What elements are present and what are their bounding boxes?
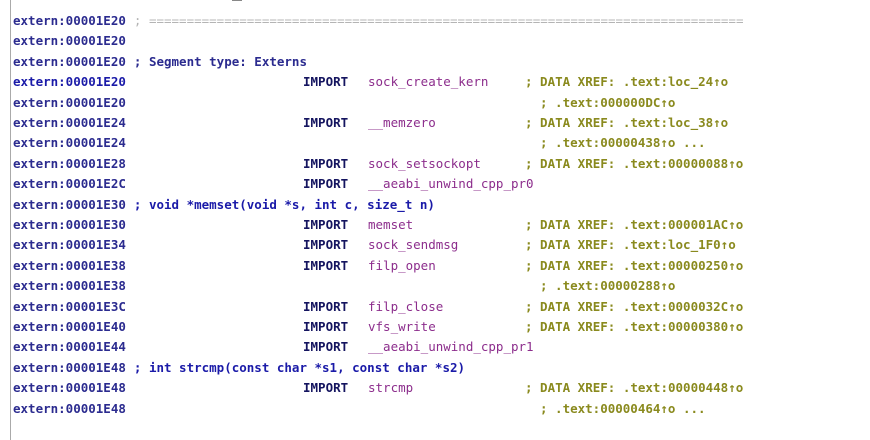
import-symbol[interactable]: filp_open: [368, 257, 436, 273]
listing-line[interactable]: extern:00001E20: [13, 31, 863, 51]
xref-continuation-comment[interactable]: ; .text:000000DC↑o: [540, 94, 676, 110]
listing-line[interactable]: extern:00001E48 ; int strcmp(const char *…: [13, 358, 863, 378]
xref-continuation-comment[interactable]: ; .text:00000438↑o ...: [540, 135, 706, 151]
import-keyword: IMPORT: [303, 319, 349, 334]
xref-comment[interactable]: ; DATA XREF: .text:loc_1F0↑o: [525, 237, 736, 253]
import-symbol[interactable]: sock_setsockopt: [368, 155, 481, 171]
xref-comment[interactable]: ; DATA XREF: .text:loc_24↑o: [525, 74, 729, 90]
import-symbol[interactable]: vfs_write: [368, 319, 436, 334]
separator-comment: ; ======================================…: [133, 13, 744, 28]
listing-line[interactable]: extern:00001E48 ; .text:00000464↑o ...: [13, 399, 863, 419]
line-address[interactable]: extern:00001E44: [13, 339, 126, 355]
xref-comment[interactable]: ; DATA XREF: .text:loc_38↑o: [525, 115, 729, 130]
import-keyword: IMPORT: [303, 217, 349, 232]
line-address[interactable]: extern:00001E30: [13, 217, 126, 232]
xref-comment[interactable]: ; DATA XREF: .text:00000250↑o: [525, 257, 744, 273]
listing-left-border: [10, 0, 11, 440]
xref-continuation-comment[interactable]: ; .text:00000464↑o ...: [540, 400, 706, 416]
scroll-marker: [232, 0, 242, 1]
line-address[interactable]: extern:00001E20: [13, 53, 126, 69]
line-address[interactable]: extern:00001E40: [13, 319, 126, 334]
listing-line[interactable]: extern:00001E20 ; .text:000000DC↑o: [13, 93, 863, 113]
listing-line[interactable]: extern:00001E44 IMPORT __aeabi_unwind_cpp_…: [13, 337, 863, 357]
import-keyword: IMPORT: [303, 155, 349, 171]
listing-line[interactable]: extern:00001E30 IMPORT memset ; DATA XREF: …: [13, 215, 863, 235]
listing-line[interactable]: extern:00001E20 ; =======================…: [13, 11, 863, 31]
line-address[interactable]: extern:00001E28: [13, 155, 126, 171]
line-address[interactable]: extern:00001E48: [13, 380, 126, 396]
listing-line[interactable]: extern:00001E24 ; .text:00000438↑o ...: [13, 133, 863, 153]
line-address[interactable]: extern:00001E3C: [13, 298, 126, 314]
line-address[interactable]: extern:00001E48: [13, 400, 126, 416]
segment-comment: ; Segment type: Externs: [133, 53, 307, 69]
function-prototype-comment: ; void *memset(void *s, int c, size_t n): [133, 196, 435, 212]
import-symbol[interactable]: strcmp: [368, 380, 414, 396]
xref-continuation-comment[interactable]: ; .text:00000288↑o: [540, 278, 676, 294]
import-symbol[interactable]: sock_sendmsg: [368, 237, 459, 253]
xref-comment[interactable]: ; DATA XREF: .text:00000088↑o: [525, 155, 744, 171]
import-symbol[interactable]: __memzero: [368, 115, 436, 130]
import-keyword: IMPORT: [303, 257, 349, 273]
import-keyword: IMPORT: [303, 115, 349, 130]
line-address[interactable]: extern:00001E20: [13, 13, 126, 28]
listing-line[interactable]: extern:00001E20 ; Segment type: Externs: [13, 52, 863, 72]
listing-line[interactable]: extern:00001E20 IMPORT sock_create_kern ; D…: [13, 72, 863, 92]
listing-line[interactable]: extern:00001E34 IMPORT sock_sendmsg ; DATA …: [13, 235, 863, 255]
listing-line[interactable]: extern:00001E24 IMPORT __memzero ; DATA XRE…: [13, 113, 863, 133]
xref-comment[interactable]: ; DATA XREF: .text:0000032C↑o: [525, 298, 744, 314]
import-symbol[interactable]: filp_close: [368, 298, 444, 314]
function-prototype-comment: ; int strcmp(const char *s1, const char …: [133, 359, 466, 375]
listing-line[interactable]: extern:00001E38 ; .text:00000288↑o: [13, 276, 863, 296]
import-symbol[interactable]: __aeabi_unwind_cpp_pr1: [368, 339, 534, 355]
line-address[interactable]: extern:00001E38: [13, 278, 126, 294]
xref-comment[interactable]: ; DATA XREF: .text:00000448↑o: [525, 380, 744, 396]
line-address[interactable]: extern:00001E2C: [13, 176, 126, 192]
import-keyword: IMPORT: [303, 339, 349, 355]
import-keyword: IMPORT: [303, 176, 349, 192]
line-address[interactable]: extern:00001E20: [13, 74, 126, 90]
line-address[interactable]: extern:00001E34: [13, 237, 126, 253]
import-symbol[interactable]: __aeabi_unwind_cpp_pr0: [368, 176, 534, 192]
import-symbol[interactable]: sock_create_kern: [368, 74, 489, 90]
listing-line[interactable]: extern:00001E38 IMPORT filp_open ; DATA XRE…: [13, 256, 863, 276]
line-address[interactable]: extern:00001E20: [13, 33, 126, 49]
import-keyword: IMPORT: [303, 380, 349, 396]
line-address[interactable]: extern:00001E24: [13, 115, 126, 130]
import-keyword: IMPORT: [303, 74, 349, 90]
import-keyword: IMPORT: [303, 237, 349, 253]
listing-line[interactable]: extern:00001E28 IMPORT sock_setsockopt ; DA…: [13, 154, 863, 174]
listing-line[interactable]: extern:00001E48 IMPORT strcmp ; DATA XREF: …: [13, 378, 863, 398]
xref-comment[interactable]: ; DATA XREF: .text:00000380↑o: [525, 319, 744, 334]
line-address[interactable]: extern:00001E48: [13, 359, 126, 375]
import-keyword: IMPORT: [303, 298, 349, 314]
listing-line[interactable]: extern:00001E2C IMPORT __aeabi_unwind_cpp_…: [13, 174, 863, 194]
line-address[interactable]: extern:00001E24: [13, 135, 126, 151]
line-address[interactable]: extern:00001E38: [13, 257, 126, 273]
line-address[interactable]: extern:00001E20: [13, 94, 126, 110]
xref-comment[interactable]: ; DATA XREF: .text:000001AC↑o: [525, 217, 744, 232]
listing-line[interactable]: extern:00001E30 ; void *memset(void *s, i…: [13, 195, 863, 215]
listing-line[interactable]: extern:00001E40 IMPORT vfs_write ; DATA XRE…: [13, 317, 863, 337]
import-symbol[interactable]: memset: [368, 217, 414, 232]
listing-line[interactable]: extern:00001E3C IMPORT filp_close ; DATA XR…: [13, 297, 863, 317]
line-address[interactable]: extern:00001E30: [13, 196, 126, 212]
